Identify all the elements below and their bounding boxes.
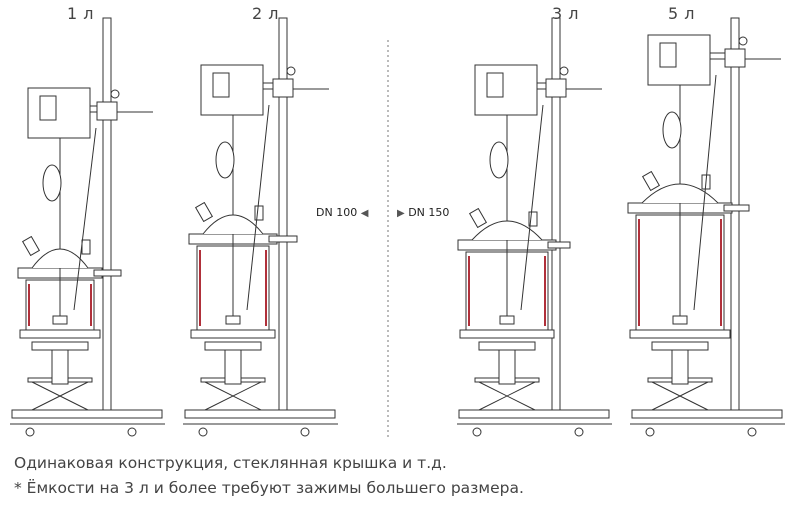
lid-port	[81, 239, 91, 255]
arrow-right-icon: ▶	[397, 208, 405, 219]
foot	[645, 427, 655, 437]
glass-bulb	[662, 111, 682, 149]
reactor-unit-2	[183, 17, 338, 437]
support-pole	[102, 17, 112, 411]
caption-line-2: * Ёмкости на 3 л и более требуют зажимы …	[14, 479, 524, 497]
dn100-text: DN 100	[316, 206, 358, 219]
dn100-label: DN 100 ◀	[316, 206, 368, 219]
motor-housing	[647, 34, 711, 86]
vessel-bottom-flange	[629, 329, 731, 339]
lid-port	[21, 235, 41, 257]
clamp-arm	[268, 235, 298, 243]
pole-clamp	[96, 101, 118, 121]
stirrer-blade	[52, 315, 68, 325]
drive-column	[498, 347, 516, 385]
lid-port	[194, 201, 214, 223]
motor-housing	[200, 64, 264, 116]
lid-port	[468, 207, 488, 229]
thermometer-rod	[73, 127, 97, 311]
volume-label-3l: 3 л	[552, 4, 579, 23]
motor-window	[486, 72, 504, 98]
dn150-label: ▶ DN 150	[397, 206, 449, 219]
caption-line-1: Одинаковая конструкция, стеклянная крышк…	[14, 454, 447, 472]
motor-window	[39, 95, 57, 121]
glass-lid	[31, 248, 89, 269]
pole-clamp	[545, 78, 567, 98]
stirrer-blade	[499, 315, 515, 325]
motor-housing	[474, 64, 538, 116]
vessel-bottom-flange	[190, 329, 276, 339]
clamp-arm	[547, 241, 571, 249]
drive-plate	[651, 341, 709, 351]
stirrer-blade	[225, 315, 241, 325]
clamp-knob	[110, 89, 120, 99]
glass-bulb	[489, 141, 509, 179]
base-plate	[458, 409, 610, 419]
thermometer-rod	[693, 74, 717, 311]
clamp-knob	[559, 66, 569, 76]
motor-housing	[27, 87, 91, 139]
lift-arm	[31, 381, 89, 411]
foot	[574, 427, 584, 437]
foot	[472, 427, 482, 437]
lift-arm	[651, 381, 709, 411]
clamp-arm	[723, 204, 750, 212]
volume-label-1l: 1 л	[67, 4, 94, 23]
lid-port	[641, 170, 661, 192]
volume-label-5l: 5 л	[668, 4, 695, 23]
vessel-bottom-flange	[459, 329, 555, 339]
reactor-unit-1	[10, 17, 165, 437]
drive-plate	[204, 341, 262, 351]
glass-bulb	[215, 141, 235, 179]
clamp-knob	[738, 36, 748, 46]
drive-column	[671, 347, 689, 385]
glass-bulb	[42, 164, 62, 202]
vessel-bottom-flange	[19, 329, 101, 339]
base-plate	[631, 409, 783, 419]
drive-plate	[31, 341, 89, 351]
lift-arm	[478, 381, 536, 411]
arrow-left-icon: ◀	[360, 208, 369, 219]
drive-plate	[478, 341, 536, 351]
clamp-knob	[286, 66, 296, 76]
dn150-text: DN 150	[408, 206, 450, 219]
glass-lid	[471, 220, 543, 241]
stirrer-blade	[672, 315, 688, 325]
support-pole	[730, 17, 740, 411]
reactor-unit-3	[457, 17, 612, 437]
pole-clamp	[724, 48, 746, 68]
foot	[198, 427, 208, 437]
motor-window	[212, 72, 230, 98]
foot	[300, 427, 310, 437]
drive-column	[224, 347, 242, 385]
foot	[747, 427, 757, 437]
motor-window	[659, 42, 677, 68]
glass-lid	[641, 183, 719, 204]
foot	[25, 427, 35, 437]
base-plate	[184, 409, 336, 419]
support-pole	[551, 17, 561, 411]
lift-arm	[204, 381, 262, 411]
lid-port	[528, 211, 538, 227]
foot	[127, 427, 137, 437]
drive-column	[51, 347, 69, 385]
volume-label-2l: 2 л	[252, 4, 279, 23]
base-plate	[11, 409, 163, 419]
clamp-arm	[93, 269, 122, 277]
pole-clamp	[272, 78, 294, 98]
thermometer-rod	[520, 104, 544, 311]
glass-lid	[202, 214, 264, 235]
thermometer-rod	[246, 104, 270, 311]
lid-port	[254, 205, 264, 221]
support-pole	[278, 17, 288, 411]
reactor-unit-4	[627, 17, 785, 437]
